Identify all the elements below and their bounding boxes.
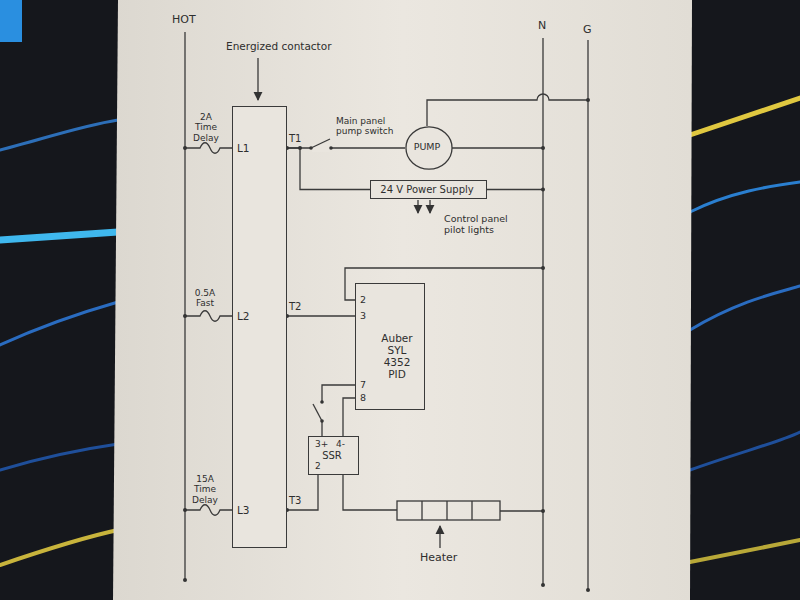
wire bbox=[287, 147, 405, 148]
fuse-rating: 0.5A Fast bbox=[190, 288, 220, 309]
blue-streak bbox=[690, 182, 800, 212]
terminal-name: L3 bbox=[237, 504, 250, 516]
fuse-symbol bbox=[185, 505, 232, 516]
bus-name: N bbox=[538, 20, 546, 33]
blue-streak bbox=[690, 432, 800, 470]
screen-glow bbox=[0, 0, 22, 42]
fuse-symbol bbox=[185, 311, 232, 322]
bus-name: HOT bbox=[172, 14, 196, 27]
controller-name: Auber SYL 4352 PID bbox=[376, 332, 418, 380]
pin-number: 4- bbox=[336, 439, 345, 449]
pump-circle: PUMP bbox=[405, 126, 453, 170]
pump-ground-wire bbox=[427, 94, 588, 126]
output-label: Control panel pilot lights bbox=[444, 214, 526, 236]
pump-name: PUMP bbox=[405, 142, 449, 153]
blue-streak bbox=[0, 444, 118, 470]
pin-number: 3 bbox=[360, 311, 366, 322]
output-arrow bbox=[417, 200, 418, 213]
ssr-box: 3+ 4-SSR2 bbox=[308, 436, 359, 475]
terminal-name: T3 bbox=[289, 495, 301, 507]
wire-gap bbox=[318, 403, 326, 420]
pin-number: 2 bbox=[360, 295, 366, 306]
blue-streak bbox=[0, 302, 118, 345]
wire-gap bbox=[312, 144, 330, 152]
junction-dot bbox=[183, 314, 187, 318]
switch-contact bbox=[320, 400, 324, 404]
yellow-streak bbox=[0, 530, 118, 565]
junction-dot bbox=[541, 188, 545, 192]
bus-name: G bbox=[583, 24, 592, 37]
fuse-symbol bbox=[185, 143, 232, 154]
callout-arrow bbox=[439, 526, 440, 548]
terminal-dots bbox=[285, 146, 302, 512]
switch-lever bbox=[311, 139, 330, 148]
callout-text: Heater bbox=[420, 552, 457, 565]
relay-name: SSR bbox=[309, 450, 355, 462]
yellow-streak bbox=[690, 98, 800, 135]
paper-sheet bbox=[113, 0, 692, 600]
wire bbox=[287, 148, 370, 190]
junction-dot bbox=[183, 508, 187, 512]
wire bbox=[343, 398, 355, 436]
junction-dot bbox=[541, 146, 545, 150]
power-supply-box: 24 V Power Supply bbox=[370, 180, 487, 199]
terminal-name: L2 bbox=[237, 310, 250, 322]
control-switch-symbol bbox=[313, 400, 326, 423]
pin-number: 8 bbox=[360, 393, 366, 404]
terminal-name: T1 bbox=[289, 133, 301, 145]
junction-dot bbox=[541, 583, 545, 587]
heater-segments bbox=[422, 501, 472, 520]
fuse-rating: 2A Time Delay bbox=[191, 112, 221, 143]
wire bbox=[287, 315, 355, 316]
heater-neutral-wire bbox=[500, 510, 543, 511]
switch-lever bbox=[313, 404, 322, 421]
pump-neutral-wire bbox=[449, 147, 543, 148]
blue-streak bbox=[0, 120, 118, 150]
supply-neutral-wire bbox=[482, 189, 543, 190]
junction-dot bbox=[586, 588, 590, 592]
output-arrow bbox=[429, 200, 430, 213]
pid-controller-box: 2 3Auber SYL 4352 PID 7 8 bbox=[355, 283, 425, 410]
switch-contact bbox=[329, 146, 333, 150]
fuse-rating: 15A Time Delay bbox=[190, 474, 220, 505]
pin-number: 3+ bbox=[315, 439, 328, 449]
pin-number: 2 bbox=[315, 461, 321, 471]
ssr-heater-wire bbox=[343, 474, 397, 510]
hot-bus bbox=[184, 32, 185, 580]
ground-bus bbox=[587, 40, 588, 590]
junction-dot bbox=[541, 509, 545, 513]
contactor-box: L1L2L3 bbox=[232, 106, 287, 548]
heater-element bbox=[397, 501, 500, 520]
junction-dot bbox=[541, 266, 545, 270]
neutral-bus bbox=[542, 38, 543, 585]
callout-text: Energized contactor bbox=[226, 40, 331, 52]
junction-dots bbox=[183, 98, 590, 592]
wiring bbox=[185, 32, 588, 590]
junction-dot bbox=[183, 146, 187, 150]
wire bbox=[287, 475, 318, 510]
wire bbox=[322, 385, 355, 436]
terminal-name: T2 bbox=[289, 301, 301, 313]
cyan-streak bbox=[0, 232, 118, 240]
pin-number: 7 bbox=[360, 380, 366, 391]
blue-streak bbox=[690, 286, 800, 330]
switch-label: Main panel pump switch bbox=[336, 116, 400, 137]
circle-outline bbox=[406, 127, 452, 169]
junction-dot bbox=[183, 578, 187, 582]
junction-dot bbox=[298, 146, 302, 150]
junction-dot bbox=[586, 98, 590, 102]
callout-arrow bbox=[257, 58, 258, 100]
yellow-streak bbox=[690, 540, 800, 562]
supply-name: 24 V Power Supply bbox=[371, 184, 483, 196]
terminal-name: L1 bbox=[237, 142, 250, 154]
pump-switch-symbol bbox=[309, 139, 333, 152]
